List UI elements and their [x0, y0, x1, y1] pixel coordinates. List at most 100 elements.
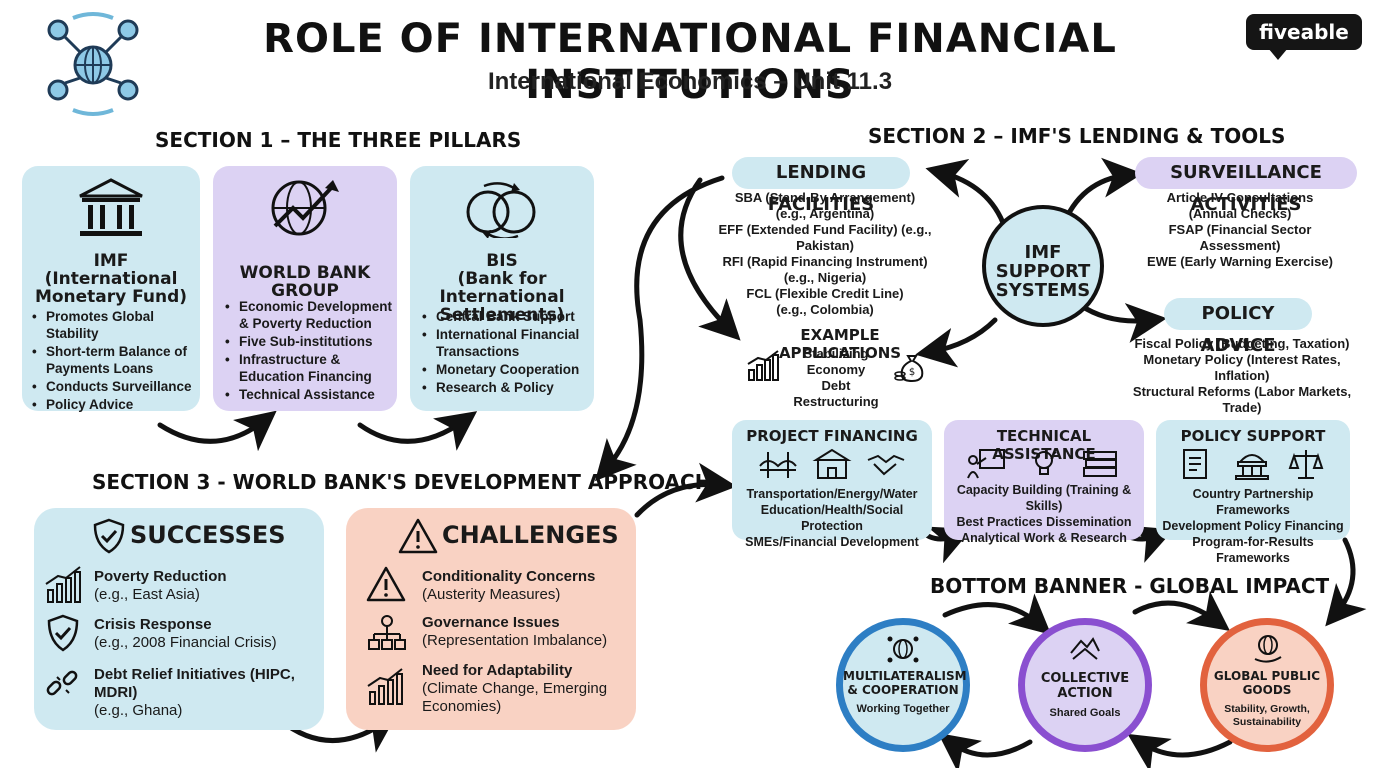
shield-check-icon	[93, 518, 125, 554]
page-title: ROLE OF INTERNATIONAL FINANCIAL INSTITUT…	[263, 16, 1117, 108]
arrow-wbg-to-bis	[357, 411, 478, 451]
list-item: Research & Policy	[422, 379, 592, 396]
world-bank-card: WORLD BANK GROUP Economic Development & …	[213, 166, 397, 411]
arrow-policy-to-globalgoods	[1325, 537, 1367, 627]
global-public-goods-sub: Stability, Growth, Sustainability	[1224, 703, 1310, 728]
lightbulb-icon	[1031, 451, 1057, 475]
globe-growth-icon	[271, 180, 339, 236]
checklist-icon	[1183, 449, 1207, 479]
bank-building-icon	[79, 178, 143, 236]
technical-assistance-card: TECHNICAL ASSISTANCE Capacity Building (…	[944, 420, 1144, 545]
svg-text:$: $	[909, 367, 915, 378]
bar-growth-icon	[367, 668, 403, 705]
policy-icons	[1183, 449, 1324, 480]
example-applications-list: Stabilizing Economy Debt Restructuring	[793, 346, 879, 409]
technical-assistance-title: TECHNICAL ASSISTANCE	[992, 427, 1096, 463]
list-item: Infrastructure & Education Financing	[225, 351, 395, 385]
policy-advice-list: Fiscal Policy (Budgeting, Taxation) Mone…	[1132, 336, 1352, 415]
project-financing-list: Transportation/Energy/Water Education/He…	[745, 487, 919, 549]
list-item: International Financial Transactions	[422, 326, 592, 360]
globe-hand-icon	[1254, 635, 1282, 663]
wbg-title: WORLD BANK GROUP	[239, 263, 371, 301]
lending-facilities-list: SBA (Stand-By Arrangement) (e.g., Argent…	[718, 190, 932, 317]
money-bag-icon: $	[894, 355, 924, 382]
imf-card: IMF (International Monetary Fund) Promot…	[22, 166, 200, 414]
arrow-lending-to-examples	[678, 177, 741, 341]
school-icon	[812, 448, 852, 479]
arrow-collective-to-globalgoods	[1132, 591, 1231, 631]
banner-heading: BOTTOM BANNER - GLOBAL IMPACT	[930, 574, 1330, 598]
list-item: Five Sub-institutions	[225, 333, 395, 350]
org-chart-icon	[368, 615, 406, 650]
challenges-card: CHALLENGES Conditionality Concerns (Aust…	[346, 508, 636, 730]
successes-item-1: Poverty Reduction (e.g., East Asia)	[94, 568, 227, 603]
bis-list: Central Bank Support International Finan…	[422, 308, 592, 397]
arrow-imf-to-wbg	[157, 410, 277, 452]
list-item: Technical Assistance	[225, 386, 395, 403]
successes-title: SUCCESSES	[130, 521, 286, 549]
page-subtitle: International Economics – Unit 11.3	[487, 68, 893, 95]
successes-item-2: Crisis Response (e.g., 2008 Financial Cr…	[94, 616, 277, 651]
brand-logo: fiveable	[1246, 14, 1362, 50]
list-item: Economic Development & Poverty Reduction	[225, 298, 395, 332]
bar-growth-icon	[45, 566, 81, 603]
collective-action-sub: Shared Goals	[1049, 707, 1121, 719]
surveillance-pill: SURVEILLANCE ACTIVITIES	[1135, 157, 1357, 215]
global-public-goods-circle: GLOBAL PUBLIC GOODS Stability, Growth, S…	[1200, 618, 1334, 752]
arrow-hub-to-policy	[1077, 302, 1167, 343]
arrow-collective-to-multi	[937, 733, 1033, 768]
multilateralism-sub: Working Together	[856, 703, 950, 715]
arrow-lending-to-section3	[594, 175, 725, 482]
warning-icon	[398, 518, 438, 554]
scales-icon	[1288, 450, 1324, 479]
capitol-icon	[1235, 454, 1269, 480]
collective-action-circle: COLLECTIVE ACTION Shared Goals	[1018, 618, 1152, 752]
teacher-board-icon	[967, 449, 1005, 479]
list-item: Conducts Surveillance	[32, 378, 198, 395]
policy-advice-pill: POLICY ADVICE	[1164, 298, 1312, 356]
shield-check-icon	[47, 614, 79, 652]
arrow-section3-to-project	[634, 462, 737, 518]
policy-support-list: Country Partnership Frameworks Developme…	[1162, 487, 1344, 565]
technical-assistance-list: Capacity Building (Training & Skills) Be…	[956, 483, 1132, 545]
handshake-icon	[867, 454, 905, 476]
section1-heading: SECTION 1 – THE THREE PILLARS	[155, 128, 522, 152]
arrow-hub-to-examples	[915, 317, 998, 368]
warning-icon	[366, 566, 406, 602]
list-item: Policy Advice	[32, 396, 198, 413]
imf-support-hub: IMF SUPPORT SYSTEMS	[982, 205, 1104, 327]
broken-chain-icon	[46, 670, 78, 696]
surveillance-list: Article IV Consultations (Annual Checks)…	[1147, 190, 1333, 269]
infrastructure-icons	[759, 448, 905, 479]
challenges-item-3: Need for Adaptability (Climate Change, E…	[422, 662, 608, 715]
policy-support-title: POLICY SUPPORT	[1180, 427, 1326, 445]
challenges-title: CHALLENGES	[442, 521, 619, 549]
successes-card: SUCCESSES Poverty Reduction (e.g., East …	[34, 508, 324, 730]
list-item: Short-term Balance of Payments Loans	[32, 343, 198, 377]
bridge-icon	[759, 452, 797, 478]
arrow-globalgoods-to-collective	[1127, 733, 1233, 768]
growth-chart-icon	[747, 350, 779, 381]
project-financing-card: PROJECT FINANCING Transportation/Energy/…	[732, 420, 932, 549]
arrow-multi-to-collective	[942, 593, 1052, 635]
multilateralism-circle: MULTILATERALISM & COOPERATION Working To…	[836, 618, 970, 752]
list-item: Promotes Global Stability	[32, 308, 198, 342]
imf-list: Promotes Global Stability Short-term Bal…	[32, 308, 198, 414]
books-icon	[1083, 451, 1117, 477]
section3-heading: SECTION 3 - WORLD BANK'S DEVELOPMENT APP…	[92, 470, 712, 494]
project-financing-title: PROJECT FINANCING	[746, 427, 918, 445]
linked-circles-icon	[466, 182, 536, 238]
bis-card: BIS (Bank for International Settlements)…	[410, 166, 594, 411]
successes-item-3: Debt Relief Initiatives (HIPC, MDRI) (e.…	[94, 666, 295, 719]
logo-tail	[1268, 48, 1288, 60]
list-item: Monetary Cooperation	[422, 361, 592, 378]
hands-together-icon	[1070, 637, 1100, 660]
globe-people-icon	[887, 636, 919, 663]
globe-network-icon	[47, 12, 139, 116]
list-item: Central Bank Support	[422, 308, 592, 325]
policy-support-card: POLICY SUPPORT Country Partnership Frame…	[1156, 420, 1350, 565]
challenges-item-1: Conditionality Concerns (Austerity Measu…	[422, 568, 596, 603]
challenges-item-2: Governance Issues (Representation Imbala…	[422, 614, 608, 649]
example-applications-title: EXAMPLE APPLICATIONS	[778, 326, 902, 362]
imf-title: IMF (International Monetary Fund)	[34, 251, 188, 307]
